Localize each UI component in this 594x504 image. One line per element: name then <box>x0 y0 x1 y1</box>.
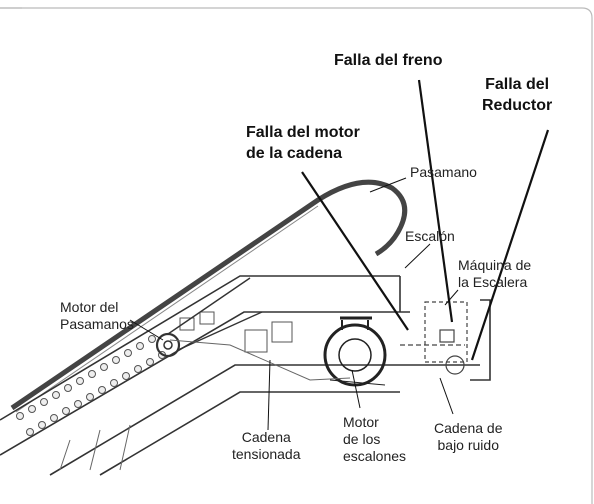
part-label-step: Escalón <box>405 228 455 244</box>
part-label-machine: Máquina de la Escalera <box>458 257 532 290</box>
part-leader-lines <box>129 177 459 431</box>
fault-label-chain-motor: Falla del motor de la cadena <box>246 124 360 162</box>
part-label-handrail-motor: Motor del Pasamanos <box>60 299 134 332</box>
step-motor <box>323 316 387 387</box>
escalator-machine <box>400 301 468 375</box>
handrail <box>10 179 408 411</box>
part-label-step-motor: Motor de los escalones <box>343 414 407 464</box>
part-label-tension-chain: Cadena tensionada <box>232 429 301 462</box>
step-chain <box>16 335 166 436</box>
escalator-truss <box>0 275 491 476</box>
fault-label-reducer: Falla del Reductor <box>482 76 553 114</box>
frame-border <box>0 7 593 504</box>
fault-label-brake: Falla del freno <box>334 52 443 69</box>
fault-leader-lines <box>301 79 550 361</box>
part-label-handrail: Pasamano <box>410 164 477 180</box>
part-label-low-noise-chain: Cadena de bajo ruido <box>434 420 503 453</box>
handrail-motor <box>155 277 263 358</box>
